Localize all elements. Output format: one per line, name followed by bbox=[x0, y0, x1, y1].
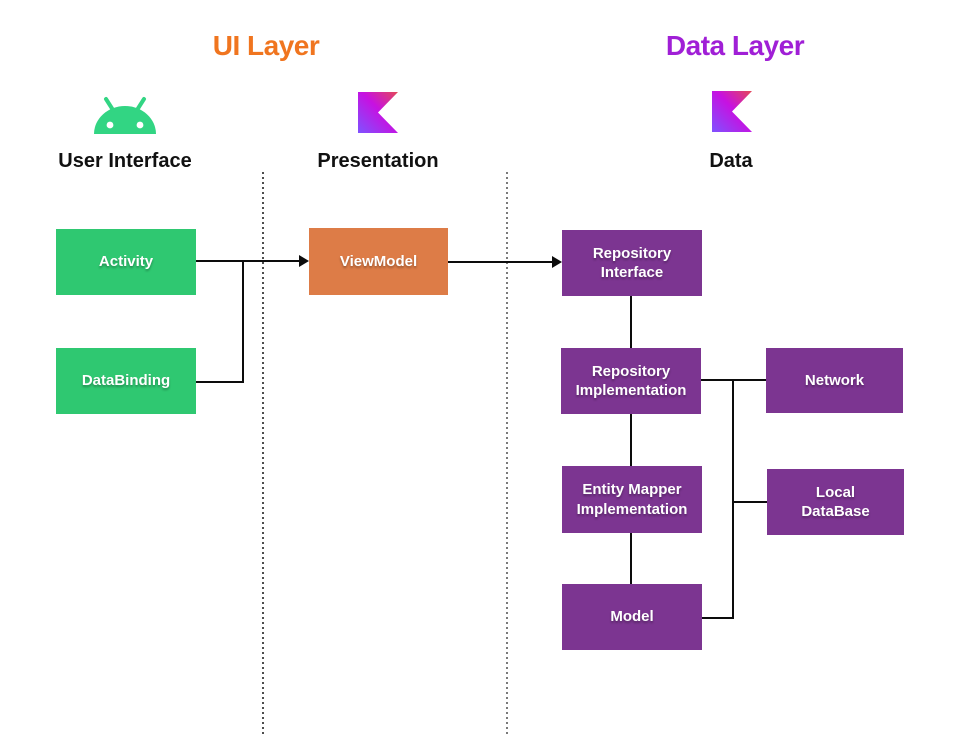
connector-model-to-branch bbox=[702, 617, 734, 619]
arrowhead-into-viewmodel bbox=[299, 255, 309, 267]
connector-right-branch-vertical bbox=[732, 379, 734, 619]
ui-layer-title: UI Layer bbox=[212, 30, 320, 61]
column-separator bbox=[262, 172, 264, 734]
node-entity-mapper-implementation: Entity Mapper Implementation bbox=[562, 466, 702, 533]
connector-activity-to-viewmodel bbox=[196, 260, 300, 262]
connector-databinding-join-vertical bbox=[242, 260, 244, 383]
kotlin-icon bbox=[358, 92, 398, 133]
column-separator bbox=[506, 172, 508, 734]
node-viewmodel: ViewModel bbox=[309, 228, 448, 295]
connector-interface-to-implementation bbox=[630, 296, 632, 348]
connector-implementation-to-entity-mapper bbox=[630, 414, 632, 466]
node-repository-interface: Repository Interface bbox=[562, 230, 702, 296]
node-repository-implementation: Repository Implementation bbox=[561, 348, 701, 414]
connector-entity-mapper-to-model bbox=[630, 533, 632, 584]
connector-databinding-out bbox=[196, 381, 244, 383]
connector-branch-to-local-database bbox=[732, 501, 767, 503]
node-network: Network bbox=[766, 348, 903, 413]
data-layer-title: Data Layer bbox=[665, 30, 805, 61]
node-databinding: DataBinding bbox=[56, 348, 196, 414]
node-model: Model bbox=[562, 584, 702, 650]
node-local-database: Local DataBase bbox=[767, 469, 904, 535]
connector-viewmodel-to-repository bbox=[448, 261, 553, 263]
column-label-presentation: Presentation bbox=[317, 150, 439, 172]
column-label-user-interface: User Interface bbox=[58, 150, 192, 172]
arrowhead-into-repository-interface bbox=[552, 256, 562, 268]
node-activity: Activity bbox=[56, 229, 196, 295]
kotlin-icon bbox=[712, 91, 752, 132]
column-label-data: Data bbox=[709, 150, 753, 172]
android-icon bbox=[94, 97, 156, 134]
